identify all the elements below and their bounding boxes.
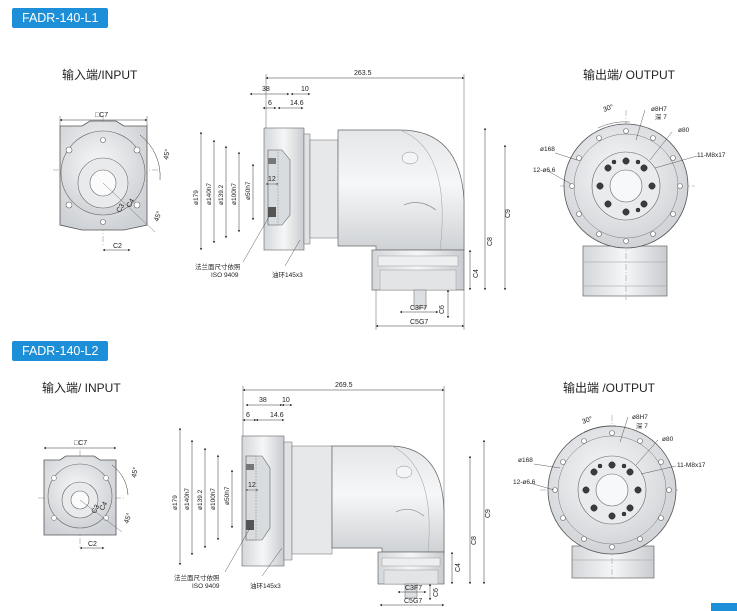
output-angle-30-l2: 30°: [581, 415, 594, 426]
output-shaft-bore: [609, 169, 643, 203]
dia80-dim: ø80: [678, 127, 690, 134]
flange-note-line2: ISO 9409: [211, 272, 239, 279]
dim-10-l2: 10: [282, 397, 290, 404]
dim-12: 12: [268, 176, 276, 183]
dim-dia140: ø140h7: [206, 183, 213, 205]
tapped-holes-dim-l2: 11-M8x17: [677, 462, 706, 469]
input-view-title-l2: 输入端/ INPUT: [42, 381, 121, 395]
dim-10: 10: [301, 86, 309, 93]
holes-dim-l2: 12-ø6.6: [513, 479, 536, 486]
model-badge-l2: FADR-140-L2: [12, 341, 109, 361]
flange-note-line1-l2: 法兰面尺寸依照: [174, 573, 220, 582]
output-view-title-l1: 输出端/ OUTPUT: [583, 68, 675, 82]
input-view-title-l1: 输入端/INPUT: [62, 68, 138, 82]
input-square-dim: □C7: [95, 112, 108, 119]
dim-14-6-l2: 14.6: [270, 412, 284, 419]
dim-6: 6: [268, 100, 272, 107]
dia168-dim-l2: ø168: [518, 457, 533, 464]
dim-dia50: ø50h7: [245, 181, 252, 200]
dim-c6: C6: [439, 305, 446, 314]
tapped-holes-dim: 11-M8x17: [697, 152, 726, 159]
dim-c8-l2: C8: [471, 536, 478, 545]
flange-note-line1: 法兰面尺寸依照: [195, 262, 241, 271]
dim-c4-l2: C4: [455, 563, 462, 572]
input-angle-a: 45°: [162, 148, 172, 160]
input-view-l1: □C7 C2 C3 C4 45° 45°: [53, 112, 172, 252]
input-c3-dim-l2: C3: [91, 504, 102, 515]
side-view-l2: 269.5 38 10 6 14.6 ø179 ø140h7 ø139.2 ø1…: [172, 382, 492, 607]
dim-12-l2: 12: [248, 482, 256, 489]
dia168-dim: ø168: [540, 146, 555, 153]
input-angle-b-l2: 45°: [122, 512, 133, 525]
overall-length-dim: 263.5: [354, 70, 372, 77]
output-view-l2: 30° ø8H7 深 7 ø80 ø168 12-ø6.6 11-M8x17: [513, 414, 706, 580]
dim-6-l2: 6: [246, 412, 250, 419]
pin-hole-depth: 深 7: [655, 112, 667, 121]
dim-dia179-l2: ø179: [172, 495, 179, 510]
corner-tab: [711, 603, 737, 611]
dim-c3f7: C3F7: [410, 305, 427, 312]
dim-c5g7: C5G7: [410, 319, 428, 326]
dim-dia179: ø179: [193, 190, 200, 205]
output-view-title-l2: 输出端 /OUTPUT: [563, 381, 655, 395]
dim-14-6: 14.6: [290, 100, 304, 107]
flange-note-line2-l2: ISO 9409: [192, 583, 220, 590]
input-angle-b: 45°: [152, 210, 163, 223]
gearbox-housing: [337, 129, 465, 251]
input-c2-dim-l2: C2: [88, 541, 97, 548]
dia80-dim-l2: ø80: [662, 436, 674, 443]
oil-ring-note: 油环145x3: [272, 270, 303, 279]
pin-hole-dim-l2: ø8H7: [632, 414, 648, 421]
dim-c4: C4: [473, 269, 480, 278]
dim-38-l2: 38: [259, 397, 267, 404]
dim-c9-l2: C9: [485, 509, 492, 518]
pin-hole-depth-l2: 深 7: [636, 421, 648, 430]
holes-dim: 12-ø6.6: [533, 167, 556, 174]
input-angle-a-l2: 45°: [130, 466, 140, 478]
input-view-l2: □C7 C2 C3 C4 45° 45°: [38, 440, 140, 550]
dim-c9: C9: [505, 209, 512, 218]
input-c3-dim: C3: [116, 203, 127, 214]
oil-ring-note-l2: 油环145x3: [250, 581, 281, 590]
output-view-l1: 30° ø8H7 深 7 ø80 ø168 12-ø6.6 11-M8x17: [533, 103, 726, 300]
pin-hole-dim: ø8H7: [651, 106, 667, 113]
dim-c5g7-l2: C5G7: [404, 598, 422, 605]
dim-dia100-l2: ø100h7: [210, 488, 217, 510]
input-square-dim-l2: □C7: [74, 440, 87, 447]
model-badge-l1: FADR-140-L1: [12, 8, 109, 28]
side-view-l1: 263.5 38 10 6 14.6 ø179 ø140h7 ø139.2 ø1…: [193, 70, 512, 330]
input-c4-dim-l2: C4: [99, 501, 110, 512]
dim-dia50-l2: ø50h7: [224, 486, 231, 505]
dim-38: 38: [262, 86, 270, 93]
overall-length-dim-l2: 269.5: [335, 382, 353, 389]
output-angle-30: 30°: [602, 103, 615, 114]
dim-c8: C8: [487, 237, 494, 246]
dim-dia140-l2: ø140h7: [184, 488, 191, 510]
input-c4-dim: C4: [126, 198, 137, 209]
input-c2-dim: C2: [113, 243, 122, 250]
dim-dia100: ø100h7: [231, 183, 238, 205]
dim-dia139-l2: ø139.2: [197, 489, 204, 510]
dim-c3f7-l2: C3F7: [405, 585, 422, 592]
dim-c6-l2: C6: [433, 588, 440, 597]
dim-dia139: ø139.2: [218, 184, 225, 205]
